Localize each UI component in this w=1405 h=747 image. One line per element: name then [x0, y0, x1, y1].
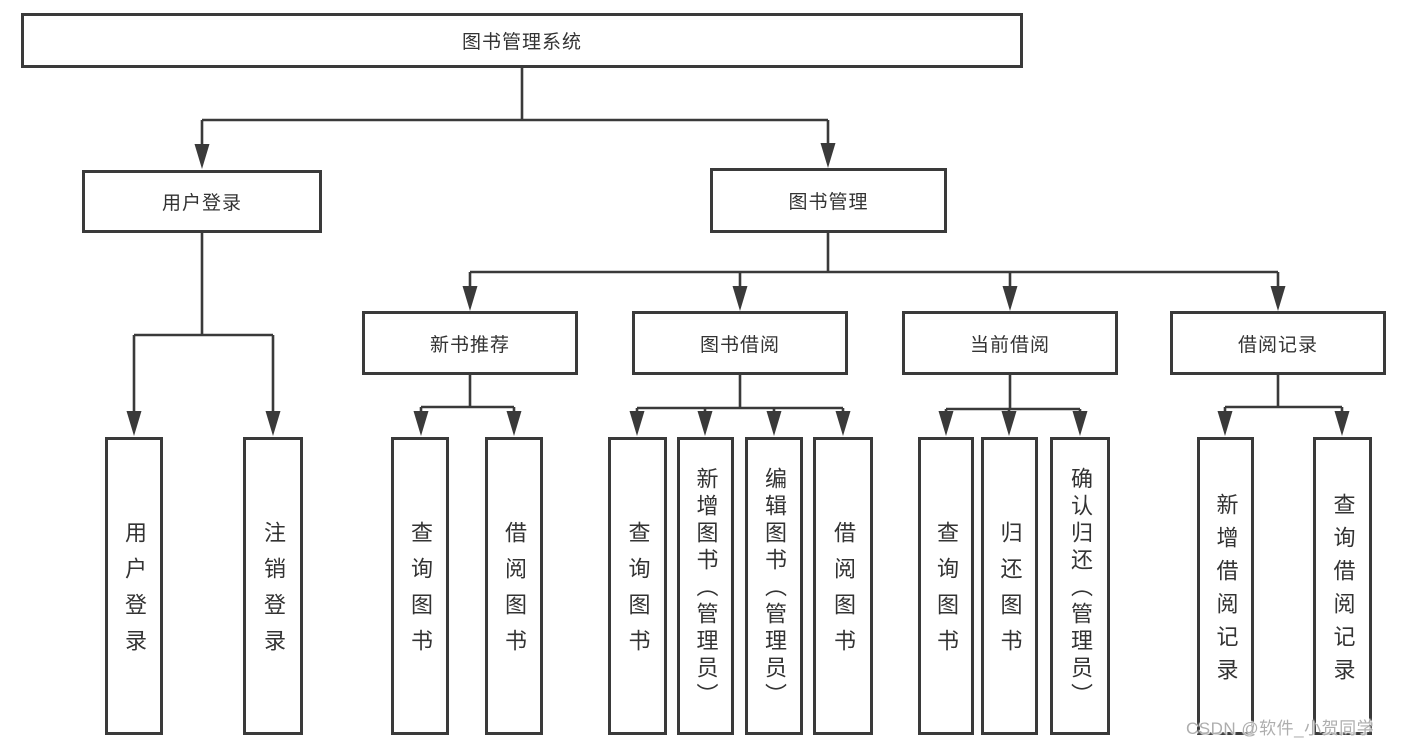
leaf-add-books-admin-label: 新增图书（管理员）: [693, 467, 719, 710]
node-root: 图书管理系统: [21, 13, 1023, 68]
leaf-user-login: 用户登录: [105, 437, 163, 735]
leaf-borrow-books-recommend-label: 借阅图书: [502, 521, 527, 665]
leaf-confirm-return-admin-label: 确认归还（管理员）: [1068, 467, 1093, 710]
leaf-edit-books-admin-label: 编辑图书（管理员）: [762, 467, 787, 710]
leaf-confirm-return-admin: 确认归还（管理员）: [1050, 437, 1110, 735]
leaf-return-books: 归还图书: [981, 437, 1038, 735]
node-borrowing-records-label: 借阅记录: [1237, 334, 1318, 356]
leaf-return-books-label: 归还图书: [997, 521, 1023, 665]
leaf-borrow-books-recommend: 借阅图书: [485, 437, 543, 735]
node-new-book-recommendation: 新书推荐: [362, 311, 578, 375]
node-book-borrowing-label: 图书借阅: [699, 334, 780, 356]
node-borrowing-records: 借阅记录: [1170, 311, 1386, 375]
leaf-user-login-label: 用户登录: [122, 521, 147, 665]
node-current-borrowing-label: 当前借阅: [969, 334, 1050, 356]
leaf-query-books-current: 查询图书: [918, 437, 974, 735]
leaf-edit-books-admin: 编辑图书（管理员）: [745, 437, 803, 735]
leaf-query-borrow-record-label: 查询借阅记录: [1330, 492, 1356, 691]
leaf-query-books-recommend-label: 查询图书: [408, 521, 433, 665]
leaf-query-books-recommend: 查询图书: [391, 437, 449, 735]
node-root-label: 图书管理系统: [461, 32, 582, 53]
leaf-add-borrow-record-label: 新增借阅记录: [1213, 492, 1239, 691]
leaf-logout: 注销登录: [243, 437, 303, 735]
leaf-query-books-borrowing-label: 查询图书: [625, 521, 651, 665]
node-book-management-label: 图书管理: [788, 192, 869, 213]
node-user-login: 用户登录: [82, 170, 322, 233]
node-new-book-recommendation-label: 新书推荐: [429, 334, 510, 356]
leaf-query-books-borrowing: 查询图书: [608, 437, 667, 735]
leaf-add-books-admin: 新增图书（管理员）: [677, 437, 734, 735]
leaf-add-borrow-record: 新增借阅记录: [1197, 437, 1254, 735]
node-user-login-label: 用户登录: [161, 193, 242, 214]
leaf-logout-label: 注销登录: [261, 521, 286, 665]
node-book-management: 图书管理: [710, 168, 947, 233]
node-book-borrowing: 图书借阅: [632, 311, 848, 375]
watermark-text: CSDN @软件_小贺同学: [1186, 719, 1375, 738]
leaf-query-borrow-record: 查询借阅记录: [1313, 437, 1372, 735]
leaf-query-books-current-label: 查询图书: [934, 521, 959, 665]
node-current-borrowing: 当前借阅: [902, 311, 1118, 375]
leaf-borrow-books-borrowing: 借阅图书: [813, 437, 873, 735]
leaf-borrow-books-borrowing-label: 借阅图书: [831, 521, 856, 665]
